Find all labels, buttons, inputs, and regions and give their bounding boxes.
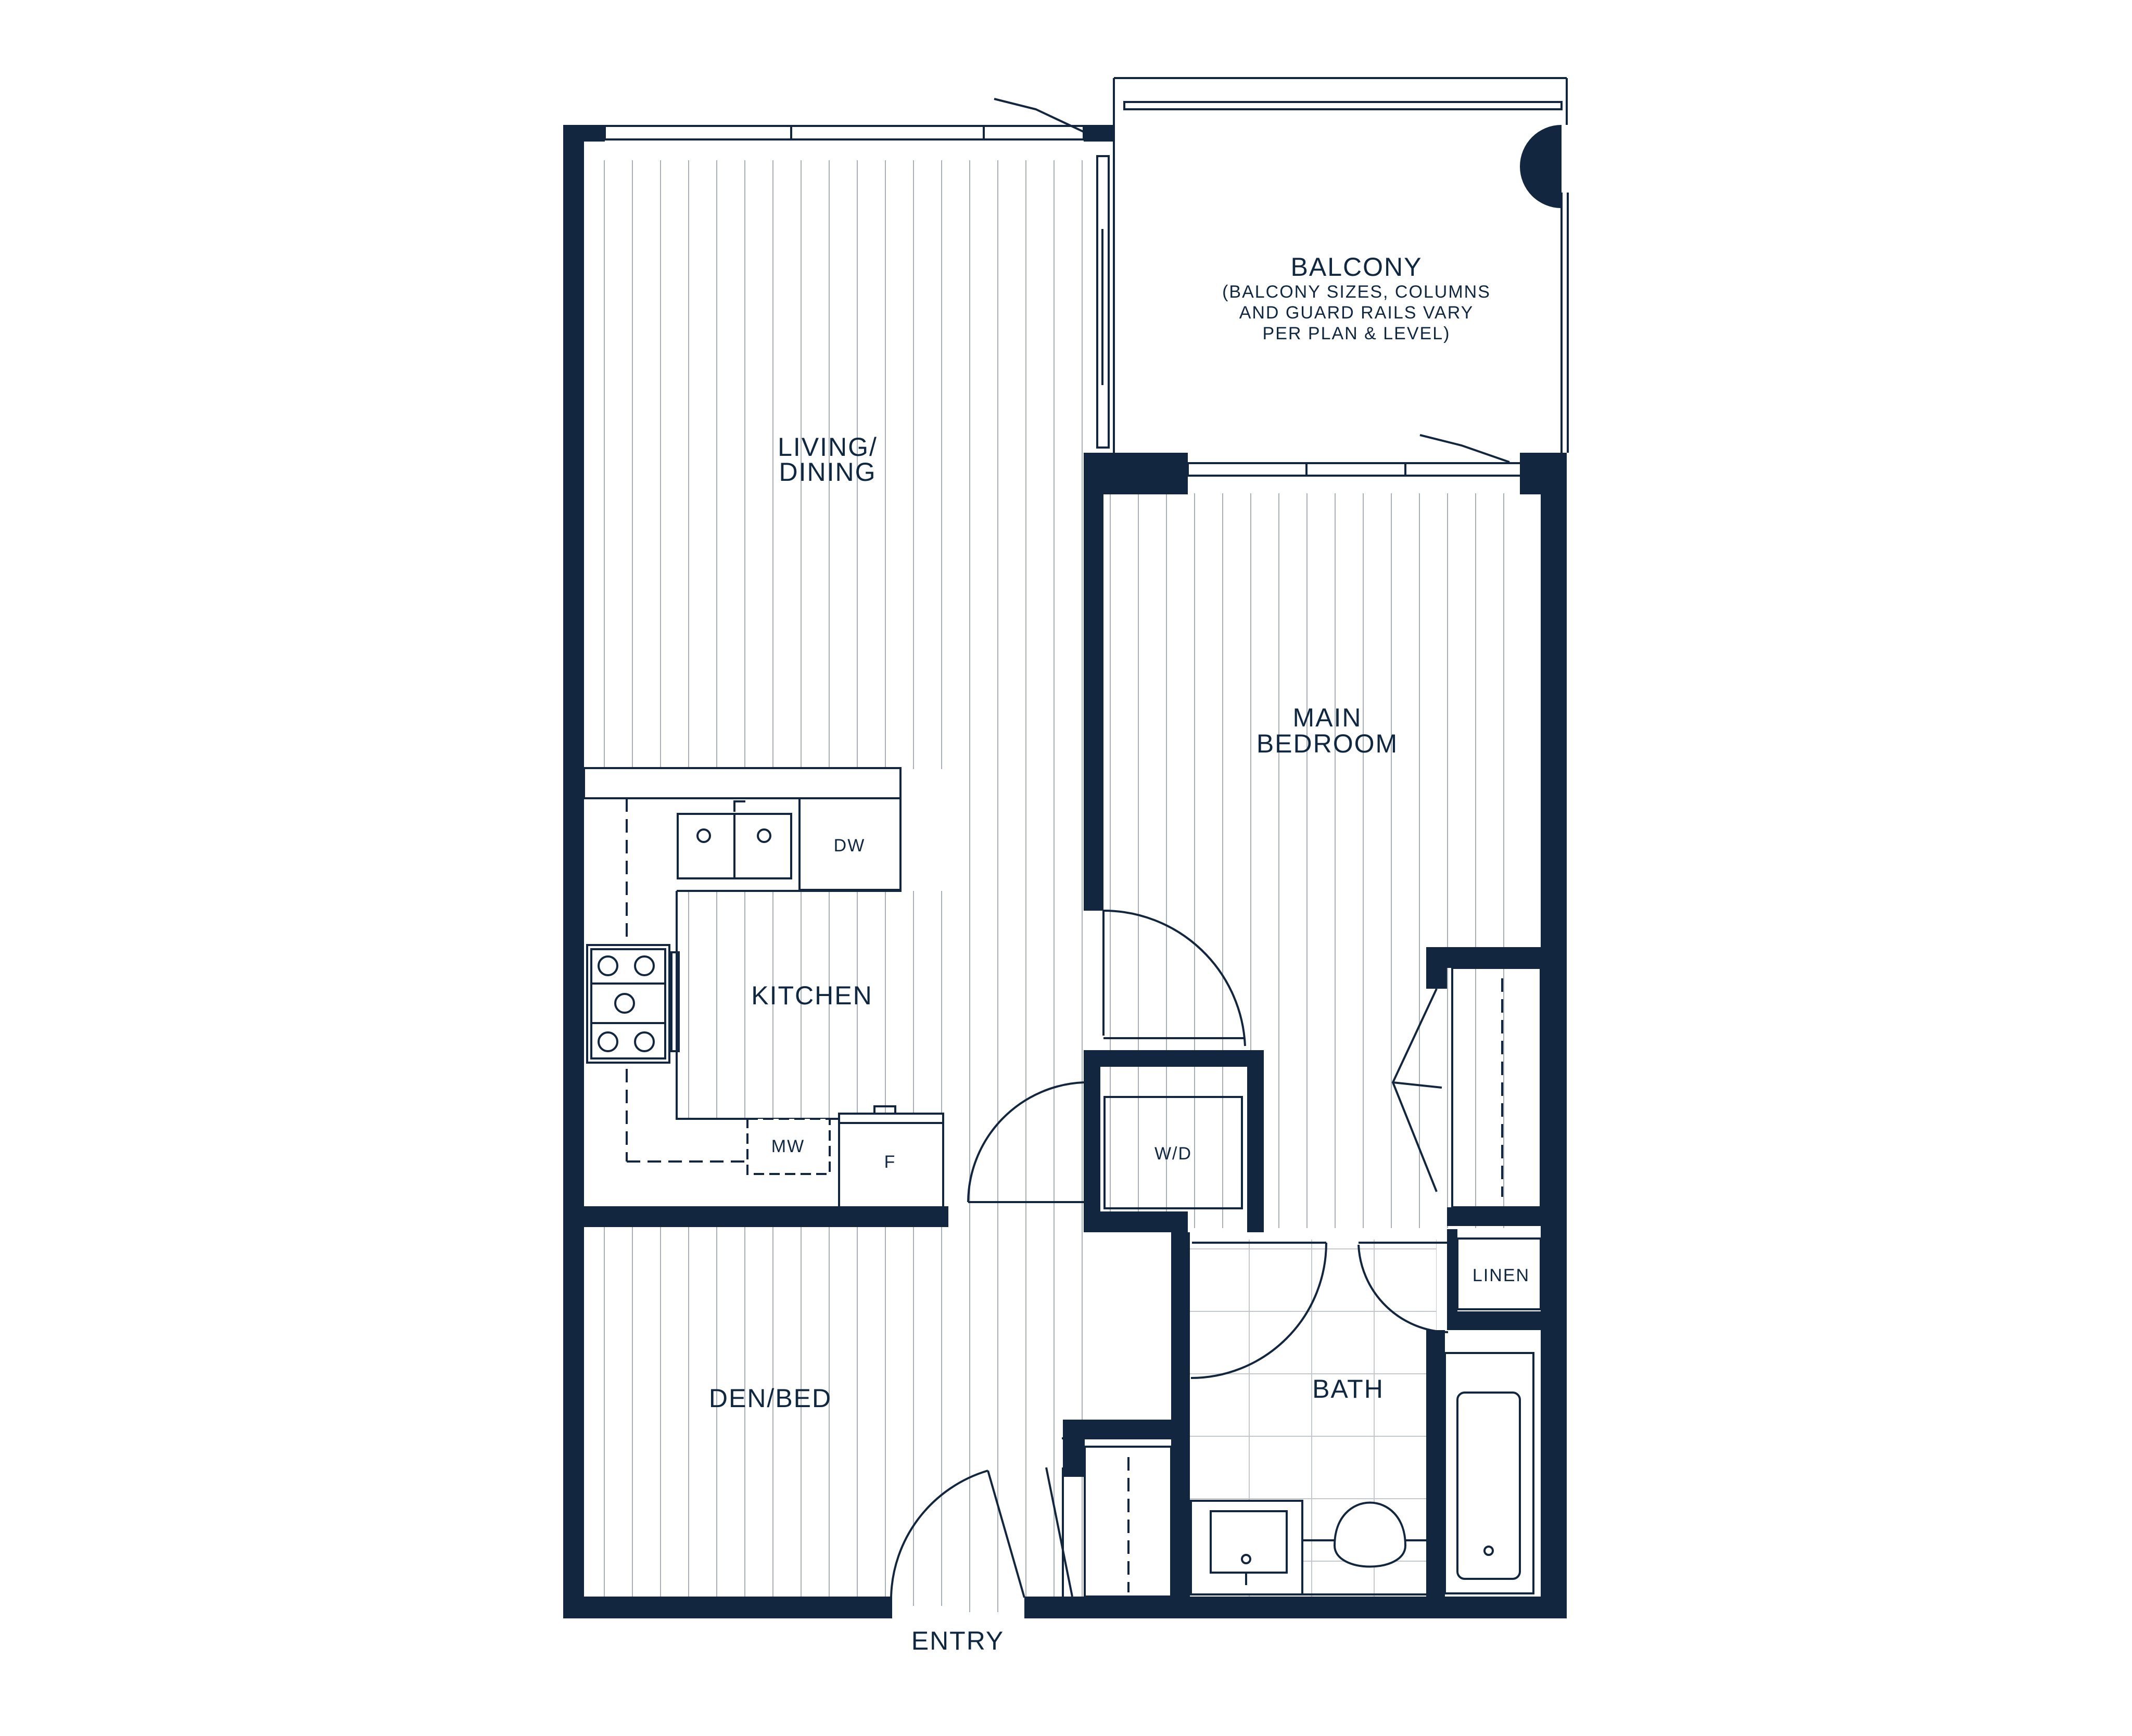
bath-fixtures — [1190, 1352, 1534, 1595]
kitchen-floor — [678, 891, 942, 1118]
balcony-note-3: PER PLAN & LEVEL) — [1263, 324, 1451, 343]
floor-finishes — [584, 160, 1530, 1612]
room-labels: LIVING/ DINING MAIN BEDROOM KITCHEN DEN/… — [709, 252, 1530, 1655]
living-floor — [584, 160, 1103, 769]
balcony-note-2: AND GUARD RAILS VARY — [1239, 303, 1474, 323]
closets — [1045, 967, 1542, 1598]
dishwasher-label: DW — [834, 836, 866, 856]
balcony — [994, 77, 1569, 463]
den-label: DEN/BED — [709, 1384, 832, 1413]
living-label-line1: LIVING/ — [778, 432, 878, 462]
linen-label: LINEN — [1473, 1266, 1530, 1285]
den-floor — [584, 1227, 943, 1606]
balcony-note-1: (BALCONY SIZES, COLUMNS — [1222, 282, 1491, 302]
microwave-label: MW — [771, 1137, 805, 1156]
walls — [563, 125, 1567, 1618]
living-label-line2: DINING — [779, 457, 877, 487]
washer-dryer-label: W/D — [1154, 1144, 1192, 1164]
main-bedroom-label-line1: MAIN — [1293, 703, 1362, 732]
entry-label: ENTRY — [911, 1626, 1005, 1655]
kitchen-fixtures — [583, 767, 944, 1208]
bedroom-floor — [1103, 493, 1530, 1228]
doors — [890, 909, 1449, 1618]
bath-label: BATH — [1312, 1374, 1384, 1403]
balcony-title: BALCONY — [1291, 252, 1423, 282]
kitchen-label: KITCHEN — [751, 981, 872, 1010]
fridge-label: F — [884, 1152, 896, 1172]
corridor-floor — [943, 769, 1103, 1612]
main-bedroom-label-line2: BEDROOM — [1257, 729, 1398, 758]
